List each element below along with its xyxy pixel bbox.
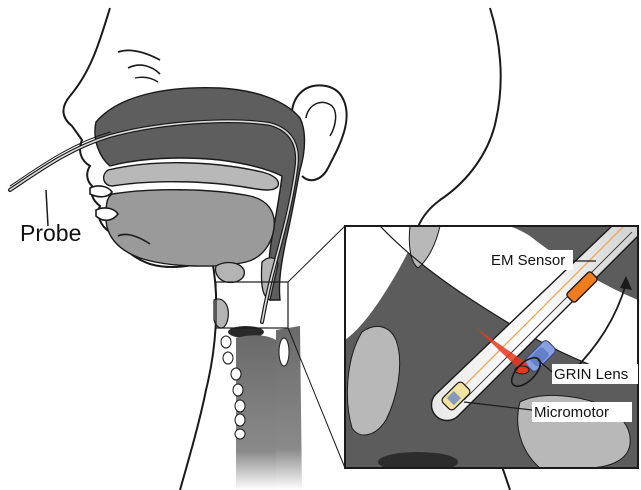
palate <box>104 163 279 190</box>
em-sensor-label: EM Sensor <box>491 252 565 269</box>
grin-lens-label: GRIN Lens <box>554 366 628 383</box>
tongue <box>106 190 274 266</box>
trachea <box>236 335 276 490</box>
probe-label: Probe <box>20 220 81 246</box>
micromotor-label: Micromotor <box>534 404 609 421</box>
eye <box>118 50 160 82</box>
